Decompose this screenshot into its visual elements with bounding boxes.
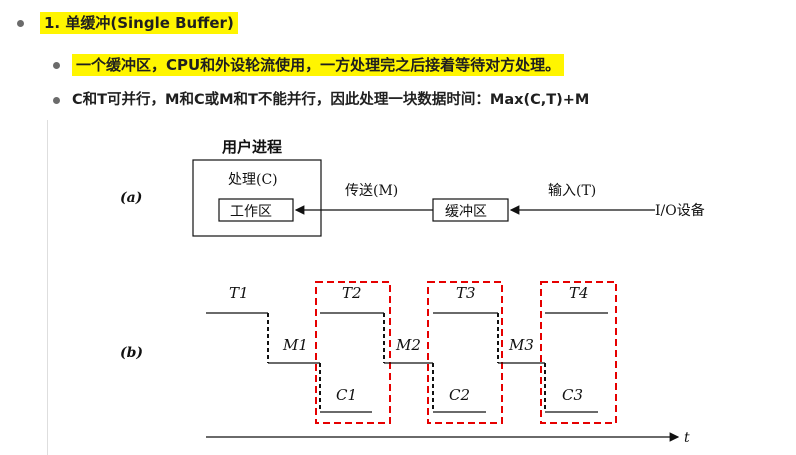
bullet-item-2: C和T可并行，M和C或M和T不能并行，因此处理一块数据时间：Max(C,T)+M — [72, 92, 590, 108]
buffer-label: 缓冲区 — [445, 204, 487, 220]
dashed-box-1 — [315, 281, 391, 424]
transfer-label: 传送(M) — [345, 183, 398, 199]
T2-label: T2 — [342, 284, 362, 302]
T1-label: T1 — [229, 284, 249, 302]
C3-label: C3 — [562, 386, 583, 404]
process-title: 用户进程 — [222, 138, 282, 156]
bullet-dot — [53, 62, 60, 69]
T3-label: T3 — [456, 284, 476, 302]
time-axis-label: t — [684, 430, 690, 446]
section-heading: 1. 单缓冲(Single Buffer) — [40, 12, 238, 34]
bullet-dot — [53, 97, 60, 104]
T4-label: T4 — [569, 284, 589, 302]
process-sub-label: 处理(C) — [228, 172, 278, 188]
M2-label: M2 — [395, 336, 421, 354]
C2-label: C2 — [449, 386, 470, 404]
label-b: (b) — [120, 345, 143, 361]
M1-label: M1 — [282, 336, 308, 354]
label-a: (a) — [120, 190, 142, 206]
input-label: 输入(T) — [548, 183, 596, 199]
io-device-label: I/O设备 — [655, 202, 705, 219]
process-box — [192, 159, 322, 237]
work-area-box — [218, 198, 294, 222]
C1-label: C1 — [336, 386, 357, 404]
indent-guide — [47, 120, 48, 455]
dashed-box-2 — [427, 281, 503, 424]
M3-label: M3 — [508, 336, 534, 354]
work-area-label: 工作区 — [230, 204, 272, 220]
dashed-box-3 — [540, 281, 617, 424]
bullet-item-1: 一个缓冲区，CPU和外设轮流使用，一方处理完之后接着等待对方处理。 — [72, 54, 565, 76]
bullet-dot — [17, 20, 24, 27]
